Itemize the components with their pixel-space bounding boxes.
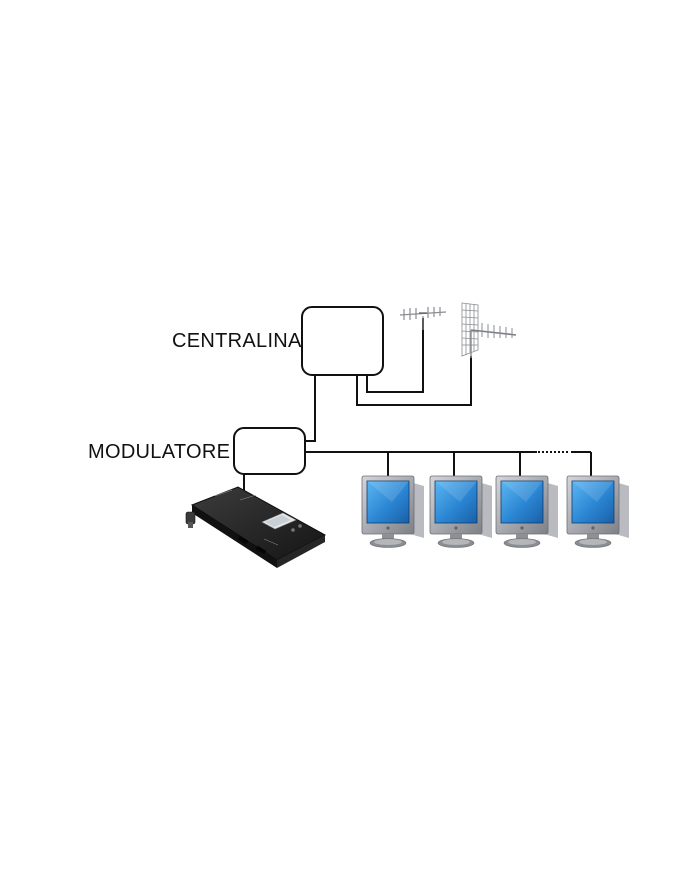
edge-centralina-modulatore bbox=[305, 376, 316, 442]
edge-antenna-yagi-centralina bbox=[366, 318, 424, 393]
tv-3 bbox=[495, 475, 559, 548]
connections bbox=[243, 318, 592, 492]
tv-4 bbox=[566, 475, 630, 548]
modulatore-label: MODULATORE bbox=[88, 441, 231, 463]
tv-1 bbox=[361, 475, 425, 548]
edge-antenna-grid-centralina bbox=[356, 356, 472, 406]
monitor-icon bbox=[429, 475, 493, 548]
monitor-icon bbox=[566, 475, 630, 548]
tv-2 bbox=[429, 475, 493, 548]
modulatore-box bbox=[233, 427, 306, 475]
grid-antenna-icon bbox=[461, 302, 517, 358]
centralina-label: CENTRALINA bbox=[172, 330, 302, 352]
antenna-icon bbox=[399, 307, 447, 330]
monitor-icon bbox=[361, 475, 425, 548]
modulator-device-icon bbox=[185, 486, 327, 568]
centralina-box bbox=[301, 306, 384, 376]
monitor-icon bbox=[495, 475, 559, 548]
